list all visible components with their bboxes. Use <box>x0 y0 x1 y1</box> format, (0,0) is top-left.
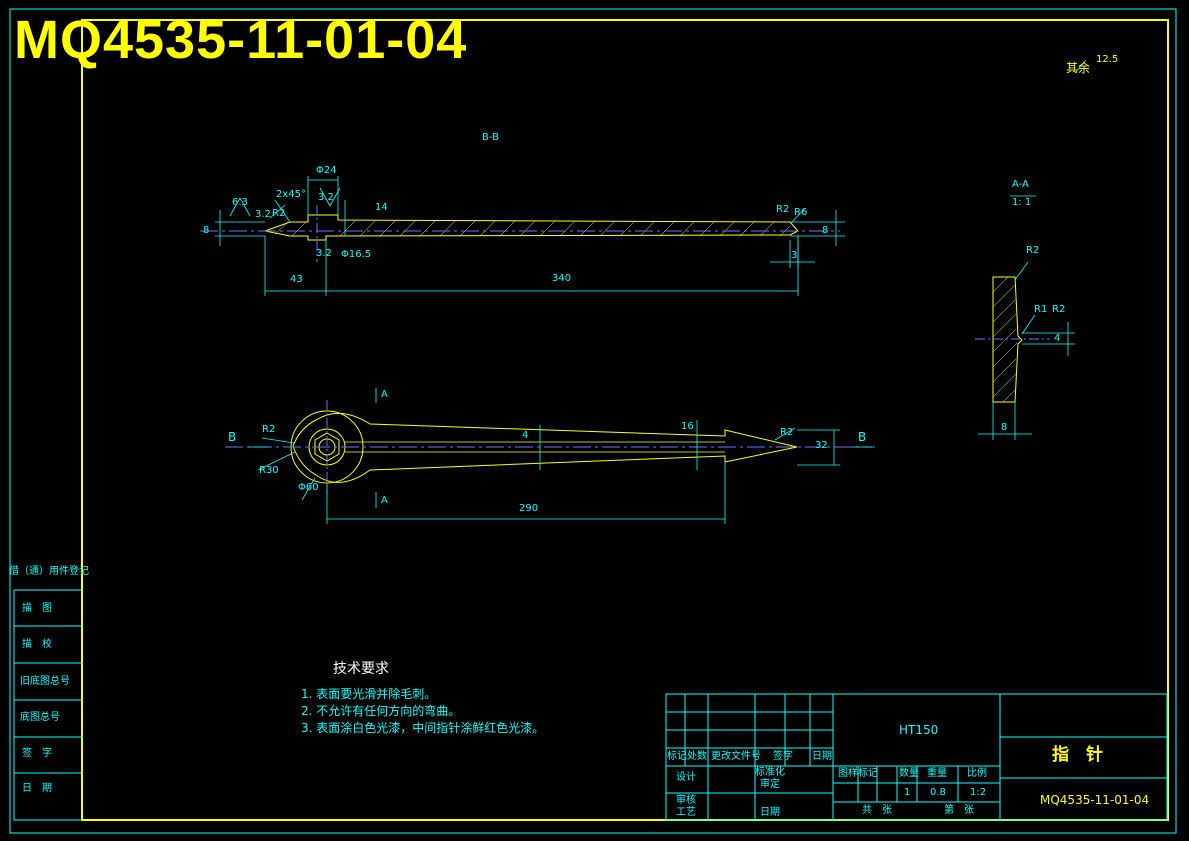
dim-ra32-bottom: 3.2 <box>316 248 332 259</box>
section-aa-label: A-A <box>1012 179 1029 190</box>
dim-ra32-top: 3.2 <box>318 192 334 203</box>
dim-r2-left: R2 <box>272 208 286 219</box>
dim-phi16-5: Φ16.5 <box>341 249 372 260</box>
dim-len340: 340 <box>552 273 572 284</box>
tb-process: 工艺 <box>676 807 696 818</box>
dim-aa-8: 8 <box>1001 422 1008 433</box>
dim-w3: 3 <box>791 250 798 261</box>
section-aa-view <box>975 195 1075 440</box>
roughness-value: 12.5 <box>1096 54 1119 65</box>
drawing-number-large: MQ4535-11-01-04 <box>14 10 468 70</box>
tb-material: HT150 <box>899 723 939 737</box>
section-bb-view <box>200 59 1087 296</box>
tb-hdr-change-doc: 更改文件号 <box>711 751 761 762</box>
tb-hdr-mark: 标记 <box>667 751 687 762</box>
tb-scale: 1:2 <box>970 787 987 798</box>
tech-req-title: 技术要求 <box>333 661 389 677</box>
tb-design: 设计 <box>676 772 696 783</box>
tb-hdr-count: 处数 <box>687 751 707 762</box>
dim-aa-r2b: R2 <box>1052 304 1066 315</box>
tb-weight-label: 重量 <box>927 768 947 779</box>
section-bb-label: B-B <box>482 132 499 143</box>
dim-ra32-left: 3.2 <box>255 209 271 220</box>
dim-h8-right: 8 <box>822 225 829 236</box>
tb-part-name: 指 针 <box>1052 745 1103 765</box>
tb-date: 日期 <box>760 807 780 818</box>
tb-hdr-sign: 签字 <box>773 751 793 762</box>
cut-b-left: B <box>228 430 237 444</box>
side-row-check: 描 校 <box>22 639 52 650</box>
title-block-grid <box>665 693 1168 821</box>
tb-qty-label: 数量 <box>899 768 919 779</box>
side-row-base: 底图总号 <box>20 712 60 723</box>
inner-frame <box>81 19 1169 821</box>
dim-h14: 14 <box>375 202 388 213</box>
tb-scale-label: 比例 <box>967 768 987 779</box>
cut-a-bottom: A <box>381 495 388 506</box>
dim-plan-r2: R2 <box>262 424 276 435</box>
plan-view <box>225 388 875 524</box>
tb-hdr-date: 日期 <box>812 751 832 762</box>
dim-r6: R6 <box>794 207 808 218</box>
tb-stage-label: 图样标记 <box>838 768 878 779</box>
tech-req-item-2: 2. 不允许有任何方向的弯曲。 <box>301 704 461 718</box>
dim-aa-4: 4 <box>1054 333 1061 344</box>
cut-b-right: B <box>858 430 867 444</box>
dim-ra63: 6.3 <box>232 197 248 208</box>
roughness-note: 其余 <box>1066 61 1091 75</box>
dim-32: 32 <box>815 440 828 451</box>
dim-aa-r2: R2 <box>1026 245 1040 256</box>
side-row-sign: 签 字 <box>22 748 52 759</box>
dim-aa-r1: R1 <box>1034 304 1048 315</box>
tb-weight: 0.8 <box>930 787 946 798</box>
dim-r2-right: R2 <box>776 204 790 215</box>
dim-tip-r2: R2 <box>780 427 794 438</box>
tb-standardization: 标准化 <box>755 767 785 778</box>
tb-approve: 审定 <box>760 779 780 790</box>
tb-qty: 1 <box>904 787 911 798</box>
side-row-date: 日 期 <box>22 783 52 794</box>
dim-plan-4: 4 <box>522 430 529 441</box>
dim-h8-left: 8 <box>203 225 210 236</box>
side-row-trace: 描 图 <box>22 603 52 614</box>
cut-a-top: A <box>381 389 388 400</box>
tech-req-item-3: 3. 表面涂白色光漆，中间指针涂鲜红色光漆。 <box>301 721 545 735</box>
dim-plan-16: 16 <box>681 421 694 432</box>
section-aa-scale: 1: 1 <box>1012 197 1032 208</box>
dim-len43: 43 <box>290 274 303 285</box>
tech-req-item-1: 1. 表面要光滑并除毛刺。 <box>301 687 437 701</box>
dim-r30: R30 <box>259 465 279 476</box>
dim-len290: 290 <box>519 503 539 514</box>
side-row-old-base: 旧底图总号 <box>20 676 70 687</box>
tb-total-sheets: 共 张 <box>862 805 892 816</box>
tb-drawing-no: MQ4535-11-01-04 <box>1040 793 1150 807</box>
tb-sheet-no: 第 张 <box>944 805 974 816</box>
side-panel-header: 借（通）用件登记 <box>9 566 89 577</box>
tb-review: 审核 <box>676 795 696 806</box>
dim-phi60: Φ60 <box>298 482 319 493</box>
outer-border <box>9 8 1177 834</box>
dim-phi24: Φ24 <box>316 165 337 176</box>
dim-chamfer: 2x45° <box>276 189 307 200</box>
side-panel-grid <box>13 589 82 821</box>
